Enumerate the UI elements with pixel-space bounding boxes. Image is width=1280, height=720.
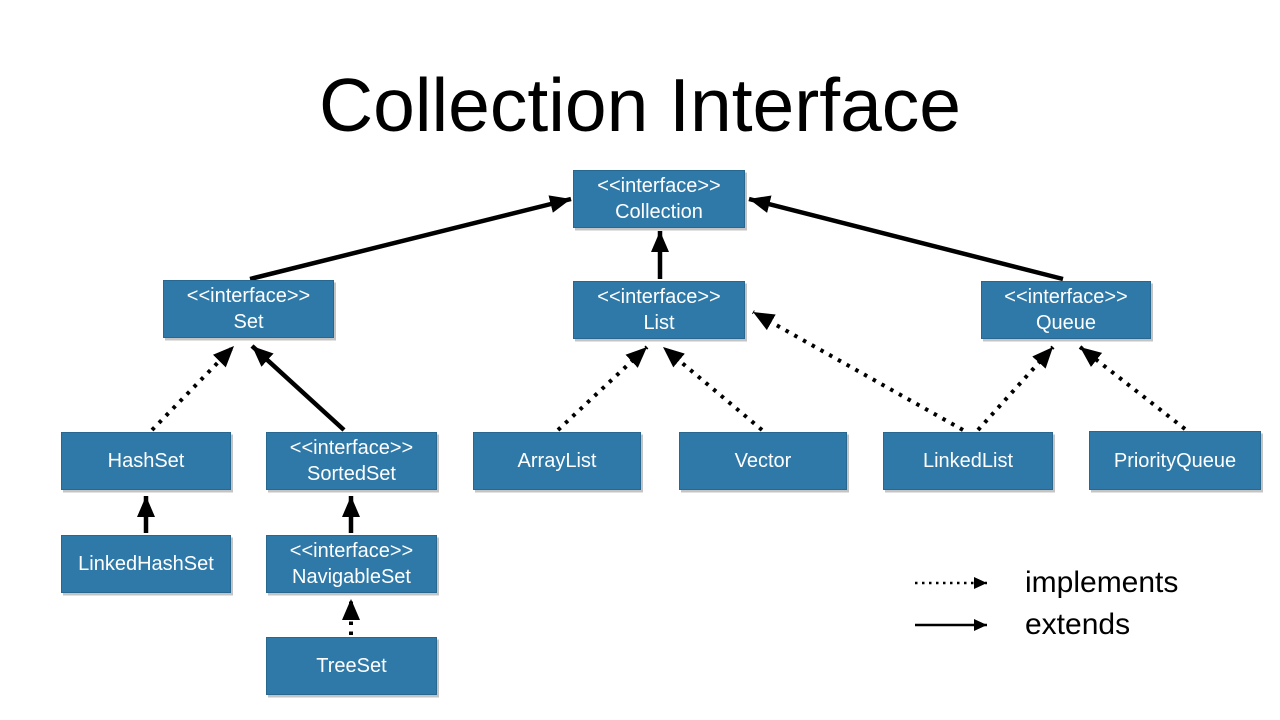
implements-dotted-arrow-icon — [915, 577, 987, 589]
node-treeset: TreeSet — [266, 637, 437, 695]
edge-priorityqueue-implements-queue — [1078, 345, 1187, 431]
edge-hashset-implements-set — [150, 344, 236, 432]
node-navigableset: <<interface>> NavigableSet — [266, 535, 437, 593]
node-list-label: List — [643, 312, 675, 334]
edge-vector-implements-list — [661, 345, 764, 432]
node-collection: <<interface>> Collection — [573, 170, 745, 228]
node-set-label: Set — [233, 311, 264, 333]
node-queue-stereotype: <<interface>> — [1004, 286, 1128, 308]
node-linkedlist-label: LinkedList — [922, 450, 1014, 472]
node-list-stereotype: <<interface>> — [597, 286, 721, 308]
node-queue: <<interface>> Queue — [981, 281, 1151, 339]
node-navigableset-stereotype: <<interface>> — [289, 540, 414, 562]
edge-linkedlist-implements-queue — [976, 345, 1055, 432]
node-collection-stereotype: <<interface>> — [597, 175, 721, 197]
node-priorityqueue: PriorityQueue — [1089, 431, 1261, 490]
node-collection-label: Collection — [615, 201, 703, 223]
node-hashset: HashSet — [61, 432, 231, 490]
node-sortedset: <<interface>> SortedSet — [266, 432, 437, 490]
node-linkedhashset: LinkedHashSet — [61, 535, 231, 593]
node-arraylist: ArrayList — [473, 432, 641, 490]
edge-arraylist-implements-list — [556, 345, 649, 432]
legend-extends: extends — [913, 604, 1130, 646]
node-linkedhashset-label: LinkedHashSet — [78, 553, 214, 575]
page-title: Collection Interface — [318, 63, 961, 147]
legend-extends-label: extends — [1025, 608, 1131, 641]
node-treeset-label: TreeSet — [316, 655, 387, 677]
node-hashset-label: HashSet — [107, 450, 185, 472]
node-queue-label: Queue — [1035, 312, 1097, 334]
node-arraylist-label: ArrayList — [517, 450, 597, 472]
legend-implements: implements — [913, 562, 1178, 604]
node-sortedset-stereotype: <<interface>> — [289, 437, 414, 459]
node-list: <<interface>> List — [573, 281, 745, 339]
node-set: <<interface>> Set — [163, 280, 334, 338]
edge-sortedset-extends-set — [250, 344, 346, 432]
edge-set-extends-collection — [249, 195, 572, 282]
node-navigableset-label: NavigableSet — [292, 566, 411, 588]
edge-linkedlist-implements-list — [752, 310, 964, 432]
node-priorityqueue-label: PriorityQueue — [1113, 449, 1237, 472]
node-sortedset-label: SortedSet — [307, 463, 396, 485]
extends-solid-arrow-icon — [915, 619, 987, 631]
edge-queue-extends-collection — [748, 195, 1064, 282]
node-vector-label: Vector — [734, 450, 792, 472]
node-vector: Vector — [679, 432, 847, 490]
node-linkedlist: LinkedList — [883, 432, 1053, 490]
node-set-stereotype: <<interface>> — [186, 285, 311, 307]
legend-implements-label: implements — [1025, 566, 1179, 599]
